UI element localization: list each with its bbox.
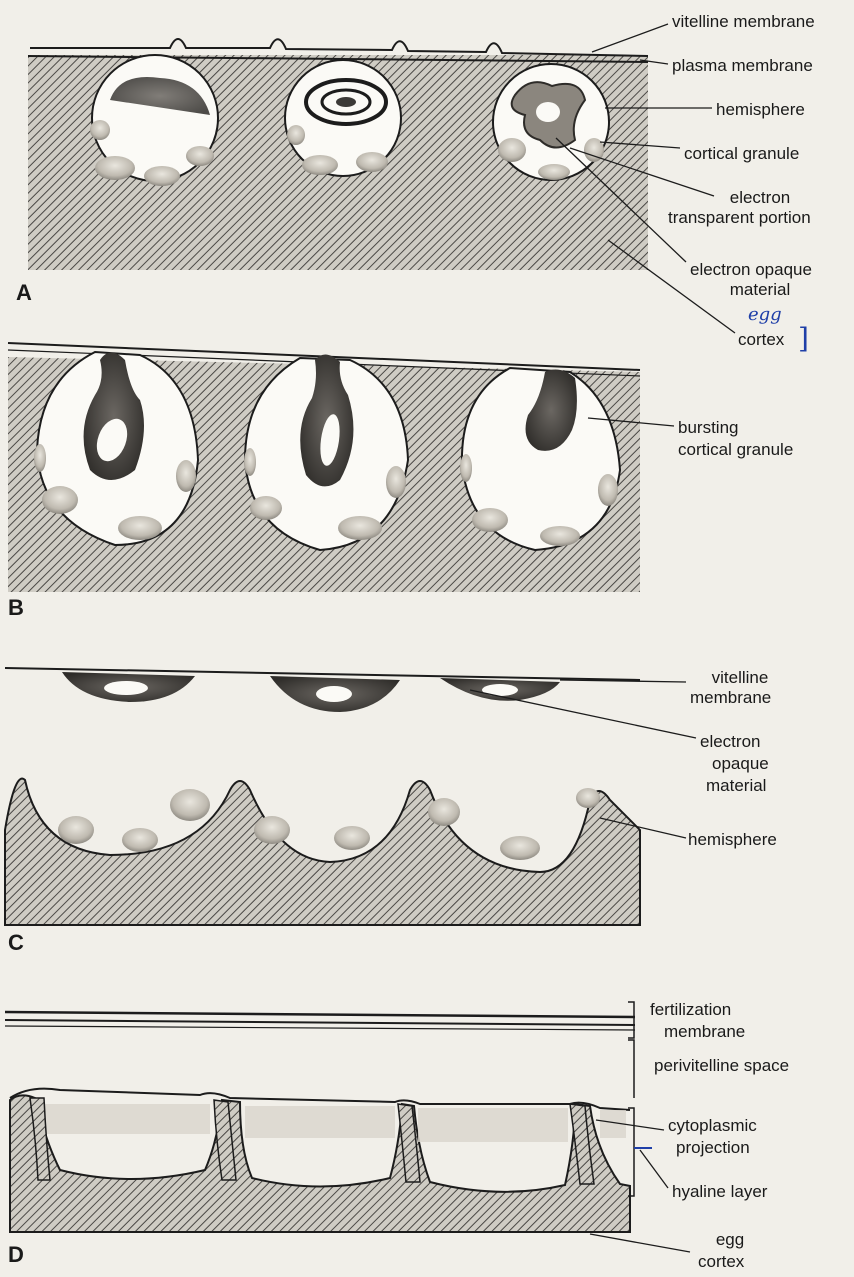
label-bursting-line2: cortical granule bbox=[678, 440, 793, 459]
label-plasma-membrane: plasma membrane bbox=[672, 56, 813, 75]
label-cytoplasmic-line2: projection bbox=[676, 1138, 750, 1157]
panel-a-letter: A bbox=[16, 280, 32, 305]
panel-a-granule-2 bbox=[285, 60, 401, 176]
label-vitelline-c-line2: membrane bbox=[690, 688, 771, 707]
label-vitelline-membrane-a: vitelline membrane bbox=[672, 12, 815, 31]
label-cortical-granule: cortical granule bbox=[684, 144, 799, 163]
label-perivitelline-space: perivitelline space bbox=[654, 1056, 789, 1075]
handwritten-bracket-icon: ] bbox=[798, 322, 809, 355]
panel-b-letter: B bbox=[8, 595, 24, 620]
label-opaque-c-line1: electron bbox=[700, 732, 760, 751]
label-electron-transparent-line1: electron bbox=[700, 188, 820, 207]
panel-c-leaders bbox=[470, 680, 696, 838]
label-egg: egg bbox=[700, 1230, 760, 1249]
label-hyaline-layer: hyaline layer bbox=[672, 1182, 767, 1201]
panel-a: A bbox=[16, 24, 735, 333]
label-bursting-line1: bursting bbox=[678, 418, 738, 437]
label-fertilization-line1: fertilization bbox=[650, 1000, 731, 1019]
panel-c: C bbox=[5, 668, 696, 955]
panel-d-bracket bbox=[628, 1002, 652, 1196]
panel-c-letter: C bbox=[8, 930, 24, 955]
panel-c-cortex bbox=[5, 779, 640, 925]
panel-d-stipple bbox=[40, 1104, 626, 1142]
label-cytoplasmic-line1: cytoplasmic bbox=[668, 1116, 757, 1135]
label-hemisphere-c: hemisphere bbox=[688, 830, 777, 849]
panel-b: B bbox=[8, 343, 674, 620]
label-electron-transparent-line2: transparent portion bbox=[668, 208, 811, 227]
label-hemisphere-a: hemisphere bbox=[716, 100, 805, 119]
label-fertilization-line2: membrane bbox=[664, 1022, 745, 1041]
label-electron-opaque-line2: material bbox=[720, 280, 800, 299]
panel-a-granule-3 bbox=[493, 64, 609, 180]
label-opaque-c-line3: material bbox=[706, 776, 766, 795]
label-opaque-c-line2: opaque bbox=[712, 754, 769, 773]
panel-d: D bbox=[5, 1002, 690, 1267]
label-cortex-a: cortex bbox=[738, 330, 784, 349]
panel-d-fertilization-membrane bbox=[5, 1012, 635, 1030]
panel-d-letter: D bbox=[8, 1242, 24, 1267]
label-vitelline-c-line1: vitelline bbox=[690, 668, 790, 687]
panel-b-granule-2 bbox=[244, 354, 408, 550]
label-electron-opaque-line1: electron opaque bbox=[690, 260, 812, 279]
panel-c-hemispheres bbox=[58, 788, 600, 860]
handwritten-egg-note: egg bbox=[748, 304, 782, 325]
panel-b-granule-3 bbox=[460, 368, 620, 550]
label-cortex-d: cortex bbox=[698, 1252, 744, 1271]
panel-a-vitelline-membrane bbox=[30, 39, 648, 56]
